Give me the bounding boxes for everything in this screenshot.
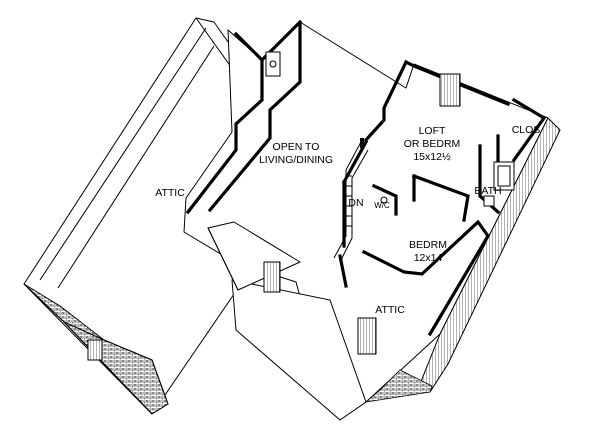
bath-fixtures xyxy=(380,161,515,207)
chimney xyxy=(265,51,281,77)
windows xyxy=(265,51,461,107)
label-loft-2: OR BEDRM xyxy=(404,138,461,150)
label-open-to-1: OPEN TO xyxy=(273,141,320,153)
label-bedrm-2: 12x14 xyxy=(414,252,443,264)
loft-window xyxy=(439,73,461,107)
label-dn: DN xyxy=(348,197,363,209)
front-wall-brick xyxy=(364,369,433,403)
label-attic-left: ATTIC xyxy=(155,187,185,199)
label-bath: BATH xyxy=(474,185,501,197)
label-loft-1: LOFT xyxy=(419,125,446,137)
label-open-to-2: LIVING/DINING xyxy=(259,154,333,166)
label-clos: CLOS xyxy=(512,124,541,136)
walls xyxy=(185,19,547,337)
front-wall-face xyxy=(231,279,367,421)
dormer-window-left xyxy=(263,261,281,293)
gable-window xyxy=(87,339,103,361)
upper-floor-block xyxy=(183,21,561,421)
label-wic: W/C xyxy=(374,201,390,210)
room-labels: ATTIC OPEN TO LIVING/DINING LOFT OR BEDR… xyxy=(155,124,540,316)
label-bedrm-1: BEDRM xyxy=(409,239,447,251)
vanity xyxy=(483,195,495,207)
label-loft-3: 15x12½ xyxy=(413,151,451,163)
dormer-window-front xyxy=(357,317,377,355)
stair-newel xyxy=(360,138,364,148)
stairs xyxy=(333,138,369,263)
label-attic-front: ATTIC xyxy=(375,304,405,316)
bathtub xyxy=(493,161,515,191)
front-dormer xyxy=(207,221,377,355)
